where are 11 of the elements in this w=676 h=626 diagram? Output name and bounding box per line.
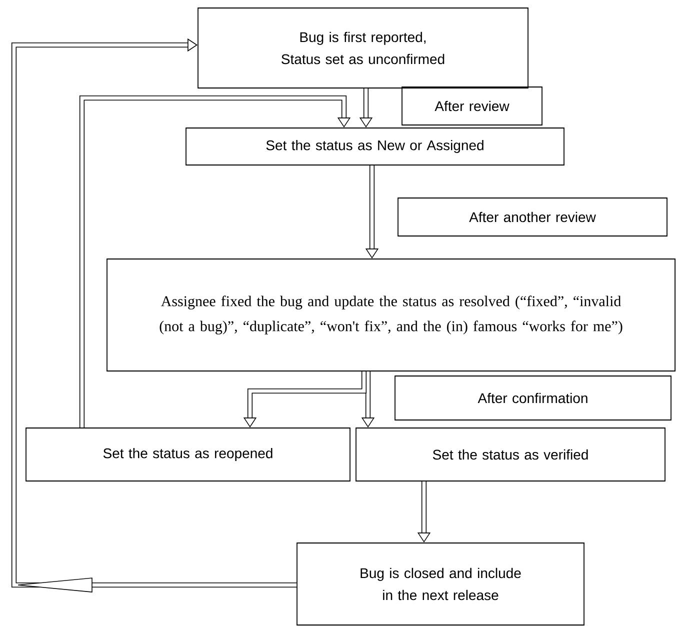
process-box: Assignee fixed the bug and update the status as resolved (“fixed”, “invalid (not a bug)”, “duplicate”, “won't fix”, and the (in) famous “works for me”) — [106, 258, 676, 372]
process-box: Bug is first reported, Status set as unconfirmed — [198, 8, 528, 88]
label-box: After review — [402, 86, 542, 126]
process-box: Set the status as verified — [356, 428, 666, 482]
arrow — [79, 95, 351, 428]
label-box: After confirmation — [394, 376, 672, 420]
process-box: Set the status as reopened — [26, 428, 350, 482]
process-box: Bug is closed and include in the next release — [296, 542, 584, 626]
label-box: After another review — [398, 198, 668, 236]
arrow — [11, 38, 297, 592]
process-box: Set the status as New or Assigned — [186, 128, 564, 166]
